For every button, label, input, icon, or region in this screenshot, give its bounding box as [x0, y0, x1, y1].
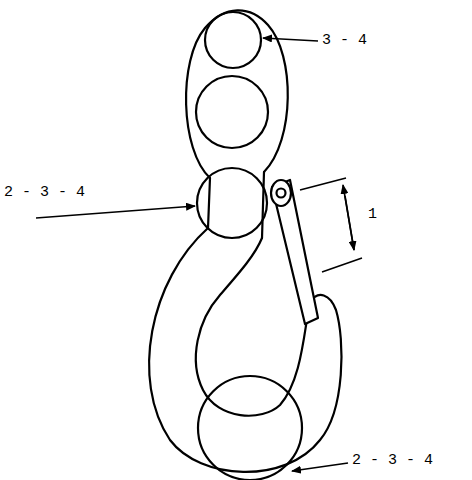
hook-body: [149, 228, 341, 472]
hook-eye: [186, 10, 288, 178]
latch-pivot: [271, 180, 291, 206]
inspection-circle: [198, 376, 302, 480]
eye-opening: [196, 76, 268, 148]
callout-number: 2 - 3 - 4: [352, 452, 433, 470]
latch-pin: [277, 189, 286, 198]
callout-number: 3 - 4: [322, 32, 367, 50]
dimension-line: [343, 185, 354, 250]
callout-number: 2 - 3 - 4: [4, 184, 85, 202]
leader-arrow: [292, 463, 348, 471]
hook-shank: [208, 178, 210, 228]
hook-shank: [262, 172, 264, 238]
extension-line: [300, 178, 346, 190]
callout-number: 1: [368, 206, 377, 224]
inspection-circle: [205, 12, 261, 68]
leader-arrow: [36, 206, 195, 218]
leader-arrow: [263, 38, 318, 41]
extension-line: [322, 258, 362, 272]
safety-latch: [272, 180, 318, 324]
